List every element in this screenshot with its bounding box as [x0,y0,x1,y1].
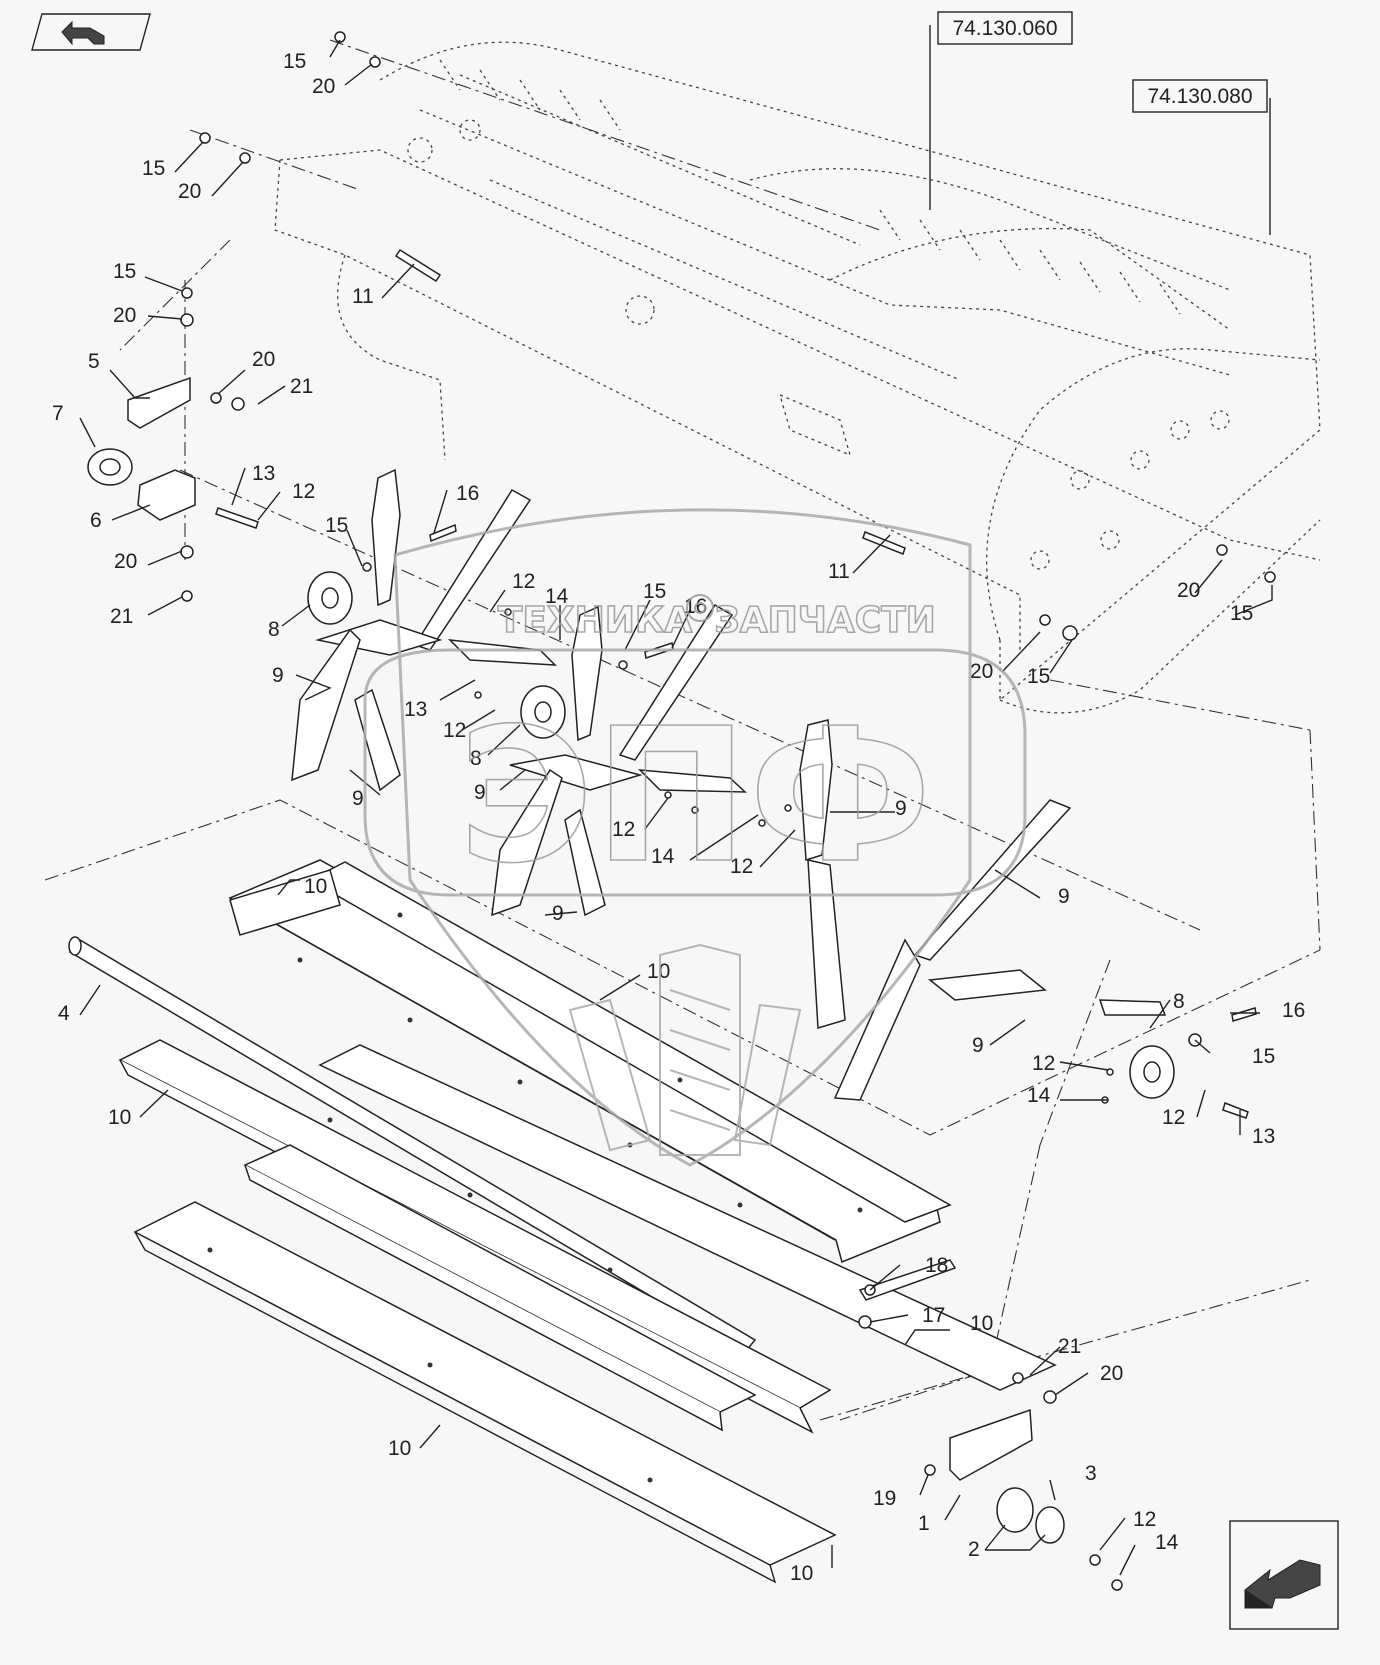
watermark-logo: ЭПФ [458,688,932,904]
callout-label: 9 [1058,885,1070,908]
callout-label: 20 [178,180,201,203]
callout-label: 2 [968,1538,980,1561]
callout-label: 20 [252,348,275,371]
reference-labels: 74.130.060 74.130.080 [937,11,1268,113]
callout-label: 21 [110,605,133,628]
callout-label: 12 [1162,1106,1185,1129]
callout-label: 20 [970,660,993,683]
watermark: ТЕХНИКА ЗАПЧАСТИ ЭПФ [363,508,1027,1167]
callout-label: 15 [283,50,306,73]
nav-previous-button[interactable] [31,13,151,51]
callout-label: 9 [352,787,364,810]
callout-label: 8 [470,747,482,770]
callout-label: 20 [1100,1362,1123,1385]
callout-label: 10 [647,960,670,983]
callout-label: 11 [828,560,850,583]
callout-label: 14 [1155,1531,1179,1554]
part-callouts: 15 20 15 20 15 20 5 20 21 7 6 13 12 20 2… [52,50,1305,1585]
callout-label: 12 [512,570,535,593]
nav-next-button[interactable] [1229,1520,1339,1630]
callout-label: 9 [552,902,564,925]
callout-label: 14 [1027,1084,1051,1107]
callout-label: 15 [113,260,136,283]
callout-label: 16 [1282,999,1305,1022]
callout-label: 14 [545,585,569,608]
callout-label: 9 [474,781,486,804]
gear-icon [686,594,714,622]
callout-label: 20 [114,550,137,573]
callout-label: 15 [1027,665,1050,688]
arrow-turn-icon [61,20,105,46]
callout-label: 12 [612,818,635,841]
callout-label: 10 [304,875,327,898]
callout-label: 3 [1085,1462,1097,1485]
callout-label: 13 [1252,1125,1275,1148]
reference-label: 74.130.080 [1147,85,1252,108]
watermark-line-1: ТЕХНИКА [498,600,693,641]
callout-label: 8 [1173,990,1185,1013]
wheat-emblem-icon [568,943,802,1156]
callout-label: 10 [108,1106,131,1129]
callout-label: 20 [1177,579,1200,602]
callout-label: 10 [790,1562,813,1585]
callout-label: 19 [873,1487,896,1510]
callout-label: 15 [1230,602,1253,625]
callout-label: 10 [970,1312,993,1335]
callout-label: 6 [90,509,102,532]
callout-label: 12 [443,719,466,742]
callout-label: 17 [922,1304,945,1327]
callout-label: 9 [272,664,284,687]
callout-label: 10 [388,1437,411,1460]
shaft-part [68,936,757,1353]
callout-label: 12 [1032,1052,1055,1075]
callout-label: 14 [651,845,675,868]
callout-label: 12 [292,480,315,503]
callout-label: 13 [404,698,427,721]
callout-label: 13 [252,462,275,485]
rotor-arm-parts [291,468,1167,1101]
callout-label: 11 [352,285,374,308]
callout-label: 21 [290,375,313,398]
callout-label: 20 [312,75,335,98]
callout-label: 8 [268,618,280,641]
callout-label: 12 [730,855,753,878]
callout-label: 15 [1252,1045,1275,1068]
arrow-down-left-icon [1244,1559,1321,1609]
machine-frame-ghost [274,41,1321,714]
callout-label: 16 [456,482,479,505]
callout-label: 4 [58,1002,70,1025]
reference-box-74-130-080[interactable]: 74.130.080 [1132,79,1268,113]
reference-box-74-130-060[interactable]: 74.130.060 [937,11,1073,45]
callout-label: 21 [1058,1335,1081,1358]
hardware-parts [87,31,1276,1591]
callout-label: 7 [52,402,64,425]
callout-label: 12 [1133,1508,1156,1531]
callout-label: 15 [643,580,666,603]
watermark-line-2: ЗАПЧАСТИ [714,600,936,641]
callout-label: 20 [113,304,136,327]
callout-label: 9 [895,797,907,820]
assembly-axes [44,39,1321,1421]
callout-label: 5 [88,350,100,373]
callout-label: 15 [325,514,348,537]
callout-label: 1 [918,1512,930,1535]
callout-label: 15 [142,157,165,180]
leader-lines [79,25,1273,1576]
reference-label: 74.130.060 [952,17,1057,40]
callout-label: 18 [925,1254,948,1277]
callout-label: 9 [972,1034,984,1057]
